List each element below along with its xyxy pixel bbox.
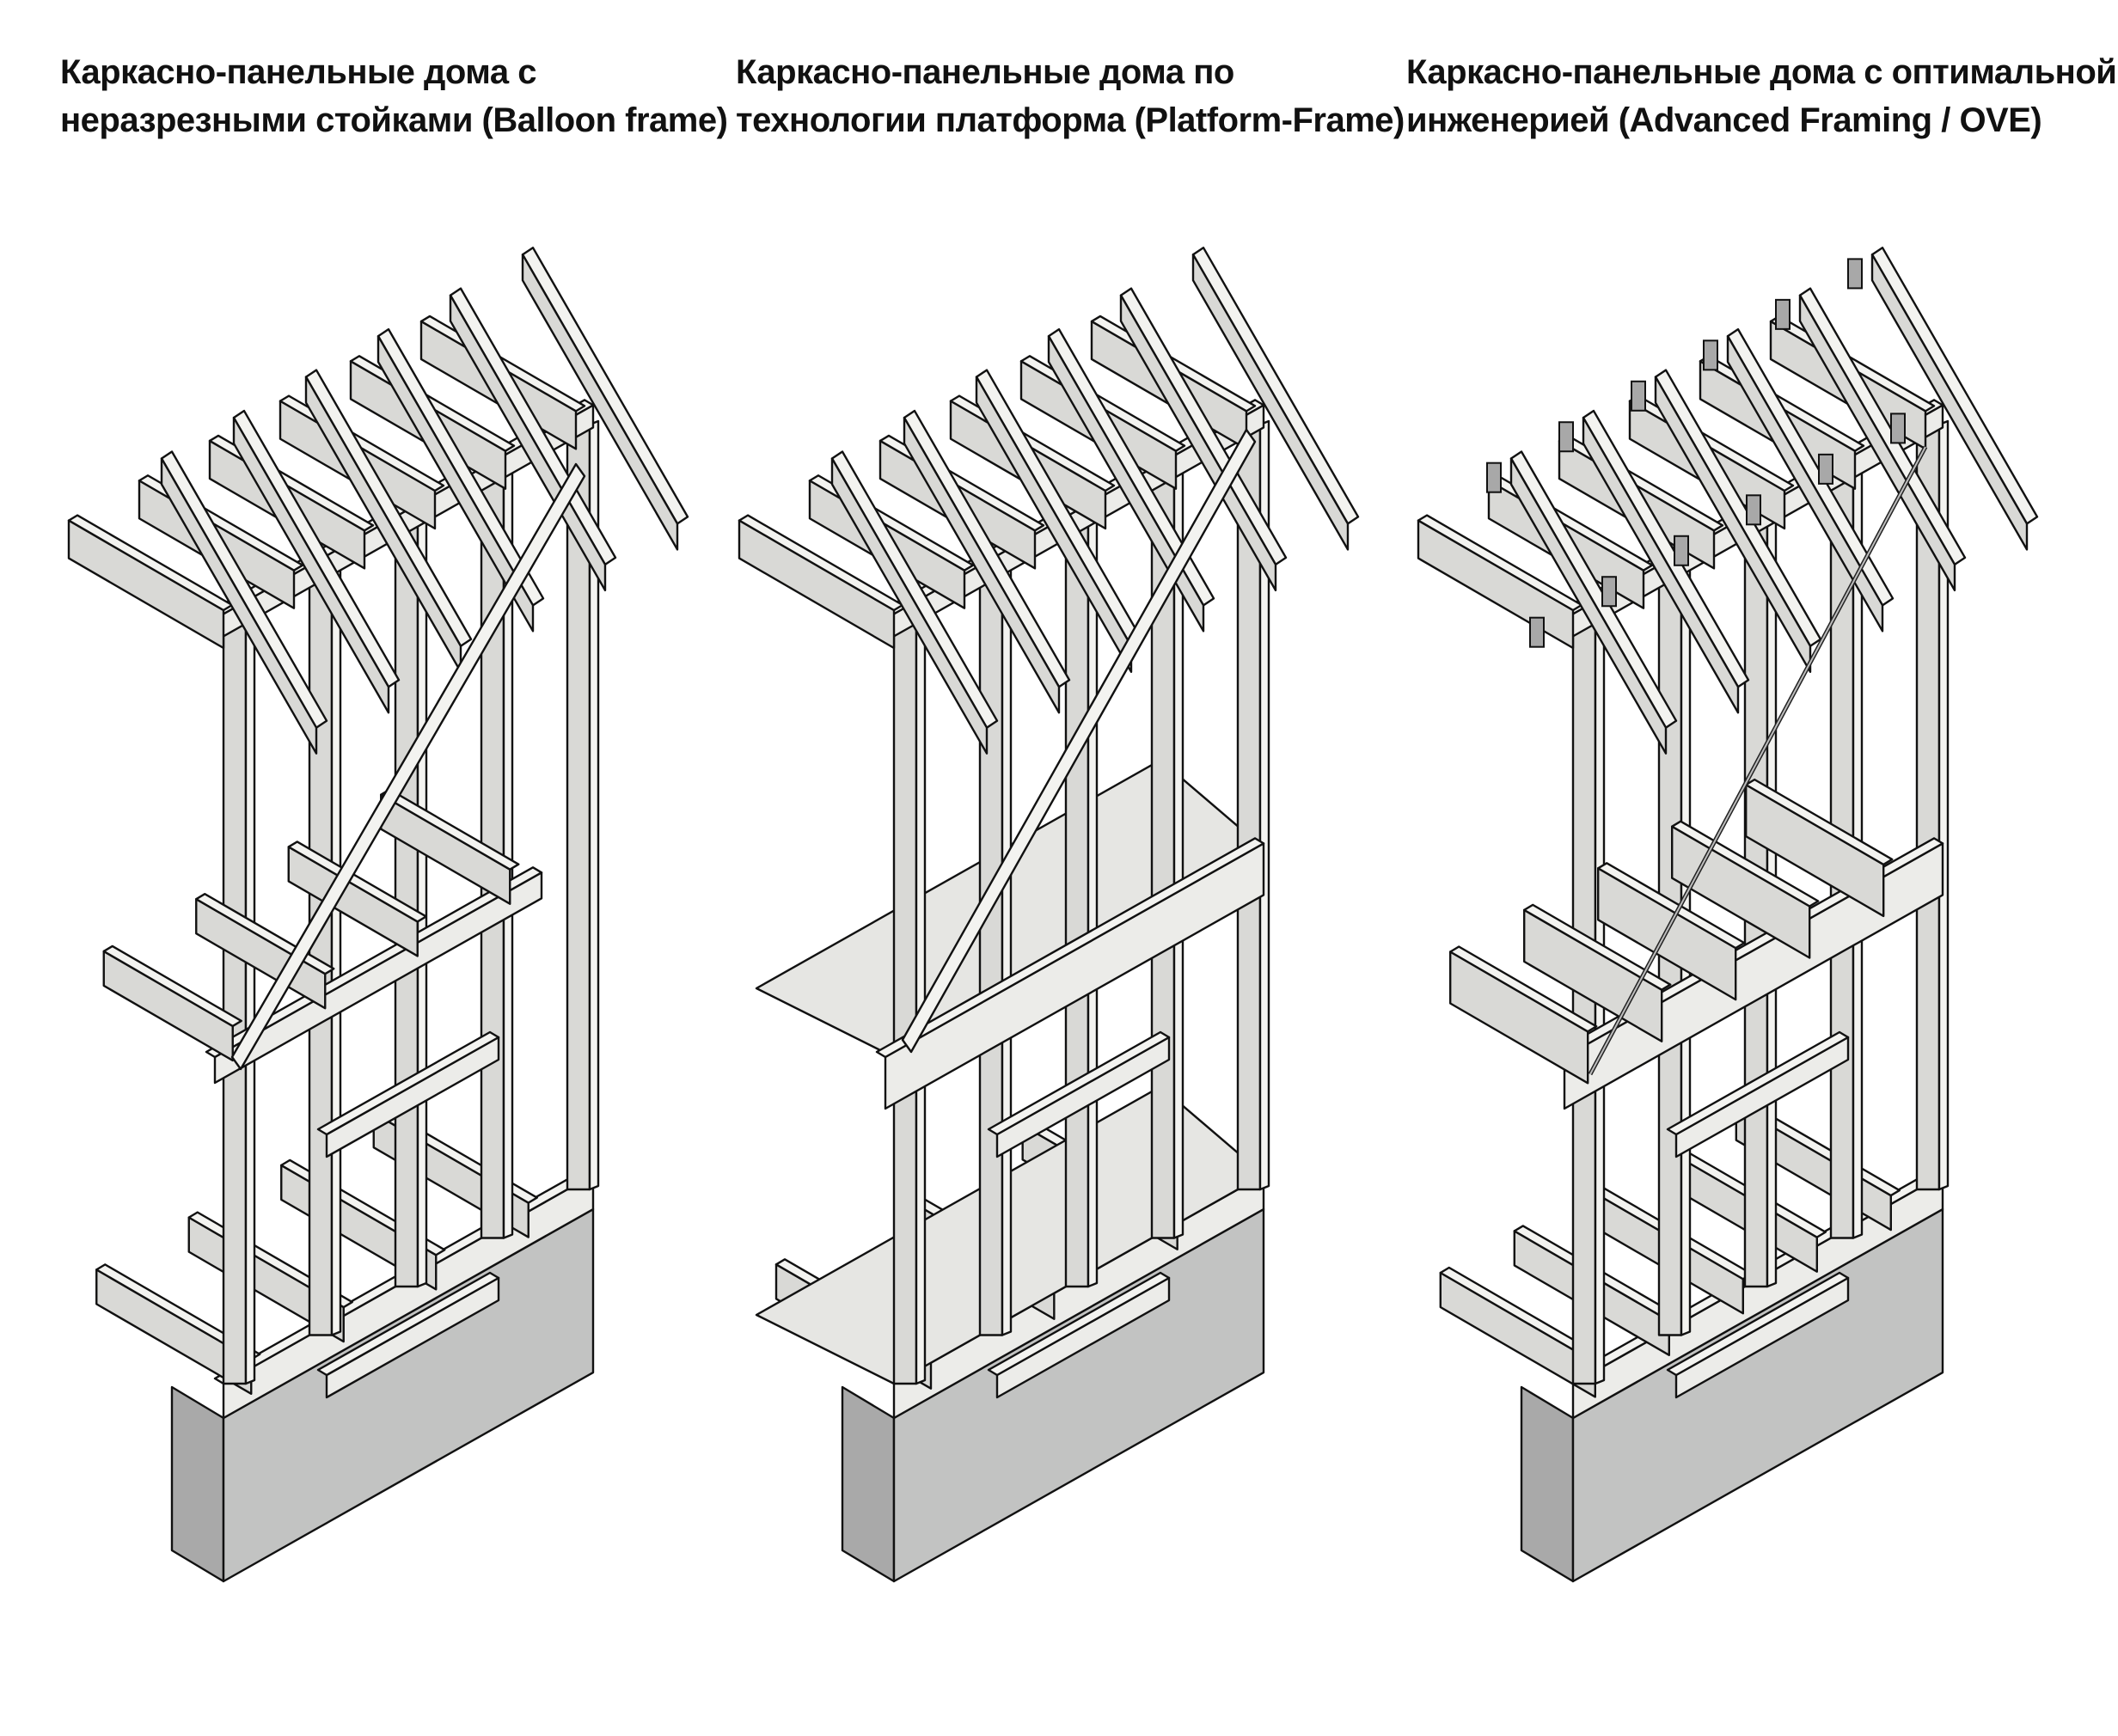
rafter: [1798, 294, 1956, 592]
connector-plate: [1775, 298, 1791, 330]
stud-edge: [416, 517, 428, 1288]
window-header-top: [987, 1030, 1171, 1136]
stud-edge: [915, 614, 927, 1385]
rafter: [1119, 294, 1277, 592]
rafter: [903, 416, 1061, 714]
window-sill-top: [987, 1271, 1171, 1377]
stud-edge: [244, 614, 256, 1385]
title-platform-frame: Каркасно-панельные дома по технологии пл…: [736, 48, 1405, 144]
rafter: [1582, 416, 1740, 714]
stud: [308, 569, 334, 1336]
connector-plate: [1703, 339, 1718, 371]
title-line-1: Каркасно-панельные дома по: [736, 53, 1234, 91]
second-floor-joist-top: [287, 840, 427, 923]
window-sill-top: [1666, 1271, 1850, 1377]
stud-edge: [1258, 419, 1270, 1191]
rafter: [376, 334, 535, 633]
diagonal-brace: [230, 462, 586, 1071]
title-advanced-framing: Каркасно-панельные дома с оптимальной ин…: [1406, 48, 2117, 144]
title-line-1: Каркасно-панельные дома с: [60, 53, 536, 91]
foundation-end: [841, 1385, 896, 1583]
stud: [1064, 520, 1090, 1288]
rafter: [1047, 334, 1205, 633]
title-line-2: неразрезными стойками (Balloon frame): [60, 101, 728, 139]
i-joist-top: [1448, 945, 1598, 1033]
connector-plate: [1631, 380, 1646, 412]
i-joist-top: [1596, 862, 1746, 950]
stud: [892, 617, 918, 1385]
ceiling-joist-top: [738, 514, 904, 612]
stud-edge: [1937, 419, 1950, 1191]
connector-plate: [1558, 421, 1574, 453]
stud: [978, 569, 1004, 1336]
rafter: [830, 457, 989, 755]
diagram-platform: [738, 247, 1360, 1583]
title-balloon-frame: Каркасно-панельные дома с неразрезными с…: [60, 48, 728, 144]
rafter: [1191, 254, 1350, 551]
rafter: [1870, 254, 2029, 551]
ribbon-board-top: [205, 866, 543, 1059]
metal-strap-brace-highlight: [1589, 446, 1926, 1075]
rafter: [1509, 457, 1668, 755]
foundation-end: [170, 1385, 225, 1583]
connector-plate: [1818, 453, 1833, 485]
title-line-1: Каркасно-панельные дома с оптимальной: [1406, 53, 2117, 91]
stud: [222, 617, 248, 1385]
diagram-balloon: [67, 247, 689, 1583]
stud-edge: [1001, 565, 1013, 1336]
connector-plate: [1847, 258, 1863, 290]
rafter: [521, 254, 679, 551]
connector-plate: [1674, 535, 1689, 566]
connector-plate: [1601, 576, 1617, 608]
rafter: [449, 294, 607, 592]
rafter: [1726, 334, 1884, 633]
diagram-advanced: [1417, 247, 2039, 1583]
second-floor-joist-top: [102, 944, 242, 1028]
stud-edge: [330, 565, 342, 1336]
stud-edge: [588, 419, 600, 1191]
ceiling-joist-top: [67, 514, 234, 612]
i-joist-top: [1670, 820, 1820, 908]
connector-plate: [1486, 462, 1502, 493]
diagonal-brace: [901, 428, 1257, 1054]
window-sill-top: [316, 1271, 500, 1377]
connector-plate: [1890, 413, 1906, 444]
connector-plate: [1746, 494, 1761, 526]
stud-edge: [1087, 517, 1099, 1288]
window-header-top: [316, 1030, 500, 1136]
title-line-2: инженерией (Advanced Framing / OVE): [1406, 101, 2042, 139]
rafter: [160, 457, 318, 755]
foundation-end: [1520, 1385, 1575, 1583]
connector-plate: [1529, 616, 1545, 648]
window-header-top: [1666, 1030, 1850, 1136]
i-joist-top: [1522, 903, 1672, 991]
i-joist-top: [1744, 778, 1894, 866]
floor-joist-top: [95, 1263, 261, 1360]
ceiling-joist-top: [1417, 514, 1583, 612]
rafter: [232, 416, 390, 714]
title-line-2: технологии платформа (Platform-Frame): [736, 101, 1405, 139]
rim-joist-top: [875, 837, 1265, 1059]
